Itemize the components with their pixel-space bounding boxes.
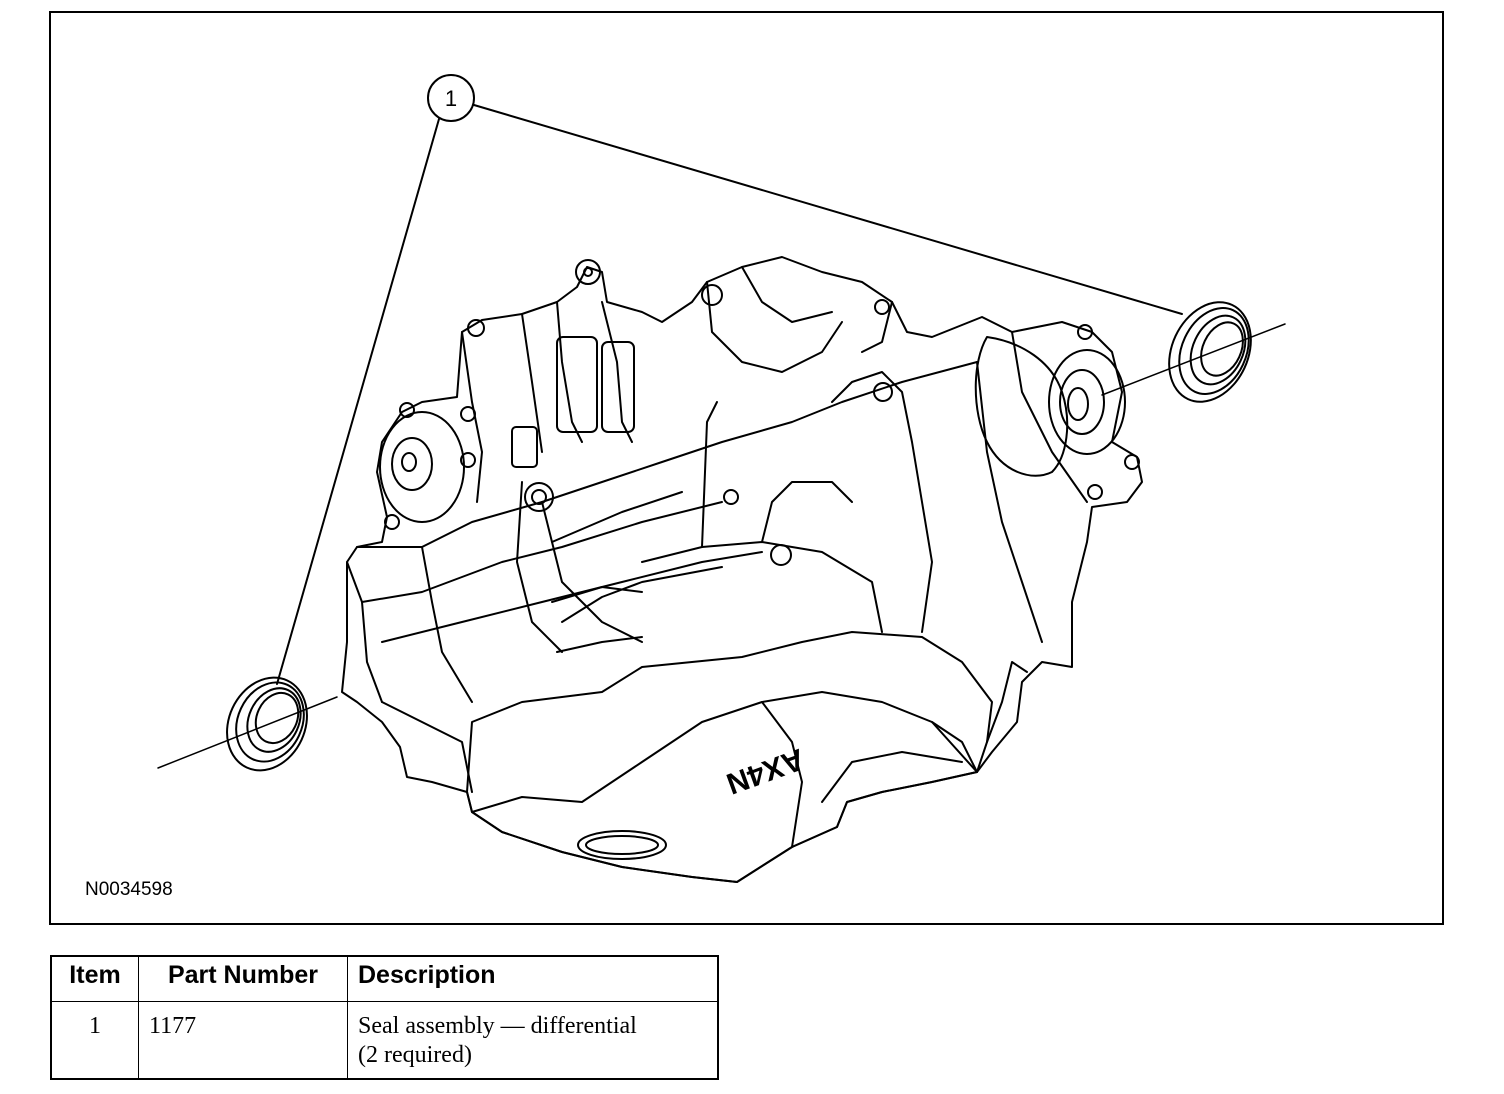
left-seal-assembly: [226, 676, 308, 772]
leader-line-right: [473, 104, 1183, 315]
valve-body: [467, 259, 723, 468]
table-row: 1 1177 Seal assembly — differential (2 r…: [50, 1001, 719, 1080]
header-item: Item: [50, 955, 139, 1002]
transaxle-housing: [341, 256, 1143, 883]
left-boss: [379, 402, 554, 530]
centerline-right: [1101, 323, 1286, 396]
figure-frame: 1 AX4N N0034598: [49, 11, 1444, 925]
header-part-number: Part Number: [138, 955, 348, 1002]
ford-oval-logo-inner: [585, 835, 659, 855]
header-description: Description: [347, 955, 719, 1002]
right-seal-assembly: [1168, 301, 1252, 403]
cell-part-number: 1177: [138, 1001, 348, 1080]
housing-label: AX4N: [722, 742, 808, 800]
transaxle-illustration: 1 AX4N: [157, 74, 1286, 883]
callout-number: 1: [445, 86, 457, 111]
callout-balloon: 1: [427, 74, 475, 122]
description-line-1: Seal assembly — differential: [358, 1013, 637, 1039]
figure-id: N0034598: [85, 879, 173, 900]
description-line-2: (2 required): [358, 1042, 472, 1068]
cell-description: Seal assembly — differential (2 required…: [347, 1001, 719, 1080]
table-header-row: Item Part Number Description: [50, 955, 719, 1002]
cell-item: 1: [50, 1001, 139, 1080]
ford-oval-logo: [577, 830, 667, 860]
parts-table: Item Part Number Description 1 1177 Seal…: [50, 955, 719, 1080]
right-output-boss: [723, 299, 1140, 566]
leader-line-left: [276, 118, 440, 685]
